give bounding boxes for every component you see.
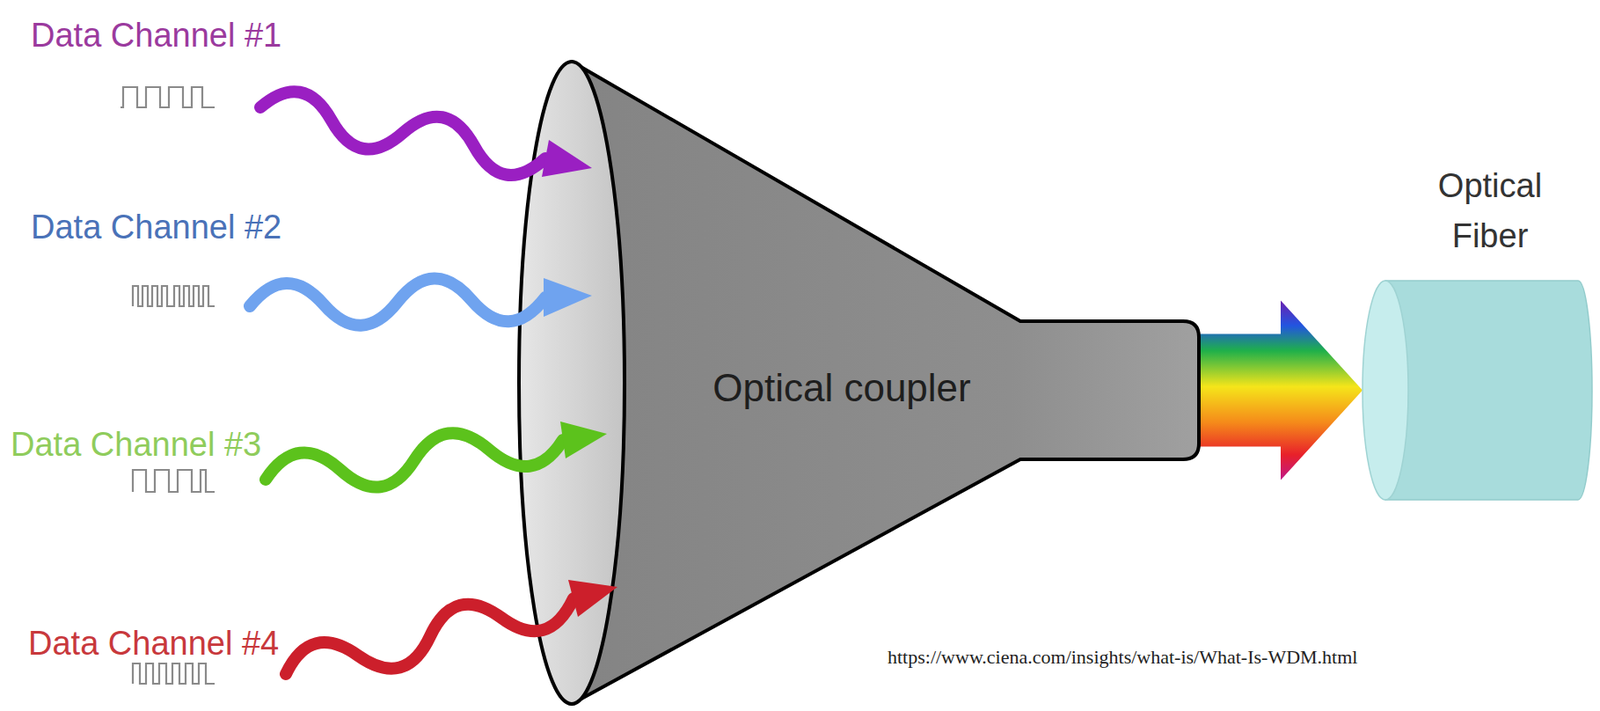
square-wave: [132, 285, 215, 307]
label-slot: https://www.ciena.com/insights/what-is/W…: [887, 647, 1358, 667]
fiber-node: Optical Fiber: [1362, 160, 1593, 500]
light-wave: [265, 432, 563, 487]
square-wave: [120, 87, 215, 108]
coupler-opening: [518, 61, 625, 704]
channel-label: Data Channel #2: [30, 210, 282, 244]
label-slot: Data Channel #3: [10, 427, 262, 461]
label-slot: Data Channel #2: [30, 210, 282, 244]
light-wave: [285, 598, 574, 674]
source-url: https://www.ciena.com/insights/what-is/W…: [887, 647, 1358, 667]
fiber-cylinder: [1362, 160, 1593, 500]
light-wave: [260, 91, 546, 176]
coupler-body: [571, 61, 1199, 704]
node-title: Optical coupler: [712, 358, 971, 417]
wave-arrowhead: [568, 579, 618, 617]
label-slot: Data Channel #4: [28, 626, 279, 660]
wave-arrowhead: [541, 139, 592, 177]
channel-label: Data Channel #4: [28, 626, 279, 660]
fiber-body: [1385, 280, 1593, 500]
label-slot: Data Channel #1: [30, 18, 282, 52]
fiber-end: [1362, 280, 1409, 500]
node-title: Optical Fiber: [1397, 160, 1583, 262]
channel-label: Data Channel #3: [10, 427, 262, 461]
signal-arrow: [1198, 300, 1363, 481]
light-wave: [249, 277, 546, 325]
wave-arrowhead: [543, 277, 592, 317]
wave-arrowhead: [560, 421, 607, 459]
channel-label: Data Channel #1: [30, 18, 282, 52]
coupler-node: Optical coupler: [518, 61, 1199, 704]
square-wave: [132, 469, 215, 492]
square-wave: [132, 663, 215, 684]
